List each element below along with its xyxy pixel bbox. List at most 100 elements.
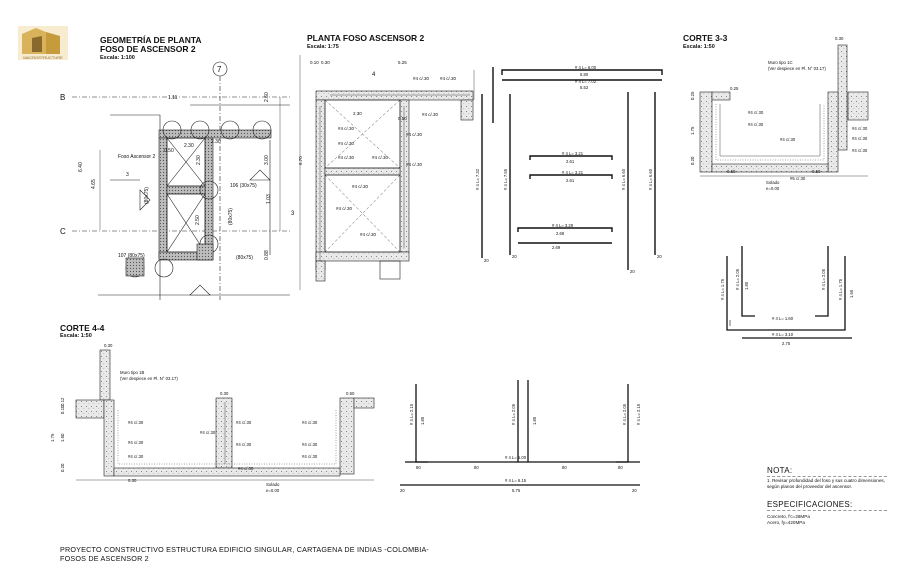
bars44-v3: # 4 L= 2.05 [622, 403, 627, 425]
corte44-muro-ref: (Ver despiece en Pl. N° 03.17) [120, 376, 178, 381]
bar-b4: # 4 L= 3.21 [562, 170, 584, 175]
spec-heading: ESPECIFICACIONES: [767, 500, 853, 509]
bar-b1: # 4 L= 6.00 [575, 65, 597, 70]
bars33-d2: 1.80 [744, 281, 749, 290]
dim-geo-1: 2.30 [184, 143, 194, 149]
corte33-labels: Muro tipo 1C (Ver despiece en Pl. N° 03.… [690, 36, 868, 191]
bar-v3: # 4 L= 6.60 [621, 168, 626, 190]
bars44-s2: 80 [562, 465, 567, 470]
corte44-dim-2: 0.10 [60, 405, 65, 414]
corte33-rebar-0: #4 c/.30 [748, 110, 764, 115]
spec-acero: Acero, fy=420MPa [767, 520, 805, 525]
bars44 [400, 380, 640, 486]
building-logo-icon: MACROSTRUCTURE [18, 26, 68, 60]
bars44-labels: # 4 L= 2.15 # 4 L= 2.05 # 4 L= 2.05 # 4 … [400, 403, 641, 493]
bars33-l4: # 4 L= 1.75 [838, 278, 843, 300]
planta-dim-c: 5.25 [398, 60, 407, 65]
corte44-rebar-7: #4 c/.30 [302, 442, 318, 447]
corte33-rebar-2: #4 c/.30 [780, 137, 796, 142]
corte33-rebar-5: #4 c/.30 [852, 148, 868, 153]
planta-rebar-3: #4 c/.30 [338, 126, 355, 131]
dim-geo-10: 2.30 [211, 139, 221, 145]
bars33-l3: # 4 L= 1.75 [720, 278, 725, 300]
label-foso-ascensor: Foso Ascensor 2 [118, 154, 155, 160]
note-item-1: 1. Revisar profundidad del foso y sus cu… [767, 478, 885, 489]
corte44-rebar-6: #4 c/.30 [302, 420, 318, 425]
spec-concreto: Concreto, f'c=28MPa [767, 514, 810, 519]
corte33-dim-6: 0.50 [812, 169, 821, 174]
bar-b2: # 4 L= 7.02 [575, 79, 597, 84]
bar-b5: # 4 L= 3.29 [552, 223, 574, 228]
dim-geo-2: 2.30 [196, 155, 202, 165]
bar-b5d: 2.69 [556, 231, 565, 236]
geometria-labels: 7 B C Foso Ascensor 2 106 (30x75) 107 (8… [60, 65, 272, 261]
corte33-rebar-3: #4 c/.30 [852, 126, 868, 131]
bars33-labels: # 4 L= 2.05 # 4 L= 2.05 # 4 L= 1.75 # 4 … [720, 268, 854, 346]
planta-rebar-8: #4 c/.30 [406, 162, 423, 167]
planta-dim-left: 6.70 [298, 156, 303, 165]
bars44-v2: # 4 L= 2.05 [511, 403, 516, 425]
bar-b1d: 5.80 [580, 72, 589, 77]
bar-s1: 20 [512, 254, 517, 259]
corte44-dim-8: 0.50 [346, 391, 355, 396]
planta-rebar-7: #4 c/.30 [372, 155, 389, 160]
corte33-scale: Escala: 1:50 [683, 44, 715, 50]
planta-dim-050: 0.50 [398, 116, 407, 121]
bars33-l1: # 4 L= 2.05 [735, 268, 740, 290]
bar-b6d: 2.69 [552, 245, 561, 250]
label-v3: (80x75) [236, 255, 253, 261]
bars44-s0: 80 [416, 465, 421, 470]
planta-rebar-9: #4 c/.30 [352, 184, 369, 189]
dim-geo-11: 0.50 [164, 148, 174, 154]
corte44-dim-1: 0.12 [60, 397, 65, 406]
corte33-muro: Muro tipo 1C [768, 60, 793, 65]
bars33-h2: # 4 L= 3.10 [772, 332, 794, 337]
geometria-title-2: FOSO DE ASCENSOR 2 [100, 44, 196, 54]
sheet-subtitle: FOSOS DE ASCENSOR 2 [60, 554, 149, 563]
bars33 [726, 246, 852, 339]
bars44-s5: 20 [632, 488, 637, 493]
bars44-h2: # 4 L= 6.15 [505, 478, 527, 483]
note-divider [767, 476, 887, 477]
bars44-h1: # 4 L= 5.00 [505, 455, 527, 460]
planta-dim-a: 0.10 [310, 60, 319, 65]
corte44-rebar-3: #4 c/.30 [200, 430, 216, 435]
planta-rebar-0: #4 c/.30 [413, 76, 430, 81]
planta-labels: 0.10 0.30 5.25 6.70 2.30 0.50 #4 c/.30 #… [291, 60, 457, 237]
corte44-solado-e: e=0.00 [266, 488, 280, 493]
planta-rebar-11: #4 c/.30 [360, 232, 377, 237]
corte33-rebar-1: #4 c/.30 [748, 122, 764, 127]
planta-dim-mid: 2.30 [353, 111, 362, 116]
bars44-d1: 5.75 [512, 488, 521, 493]
planta-rebar-6: #4 c/.30 [338, 155, 355, 160]
bar-s0: 20 [484, 258, 489, 263]
corte44-dim-6: 0.30 [220, 391, 229, 396]
dim-geo-4: 2.60 [264, 92, 270, 102]
bars44-s3: 80 [618, 465, 623, 470]
bars44-s4: 20 [400, 488, 405, 493]
dim-geo-0: 1.11 [168, 95, 178, 101]
corte33-dim-3: 0.25 [690, 91, 695, 100]
bar-v2: # 4 L= 7.55 [503, 168, 508, 190]
geometria-scale: Escala: 1:100 [100, 55, 135, 61]
corte44-rebar-9: #4 c/.30 [238, 466, 254, 471]
planta-scale: Escala: 1:75 [307, 44, 339, 50]
bars33-h1: # 4 L= 1.60 [772, 316, 794, 321]
corte33-solado: Solado [766, 180, 780, 185]
bars44-v4: # 4 L= 2.15 [636, 403, 641, 425]
bar-b4d: 2.61 [566, 178, 575, 183]
corte44-dim-7: 0.30 [128, 478, 137, 483]
planta-cut-4: 4 [372, 72, 376, 78]
planta-rebar-2: #4 c/.30 [422, 112, 439, 117]
corte33-dim-5: 0.50 [727, 169, 736, 174]
corte44-dim-0: 0.30 [104, 343, 113, 348]
planta-rebar-5: #4 c/.30 [406, 132, 423, 137]
bars33-d1: 2.75 [782, 341, 791, 346]
corte33-dim-0: 0.30 [835, 36, 844, 41]
corte44-dim-4: 1.50 [60, 433, 65, 442]
corte44-section [75, 349, 375, 481]
planta-rebar-4: #4 c/.30 [338, 141, 355, 146]
dim-geo-6: 4.65 [91, 179, 97, 189]
corte33-solado-e: e=0.00 [766, 186, 780, 191]
corte33-muro-ref: (Ver despiece en Pl. N° 03.17) [768, 66, 826, 71]
